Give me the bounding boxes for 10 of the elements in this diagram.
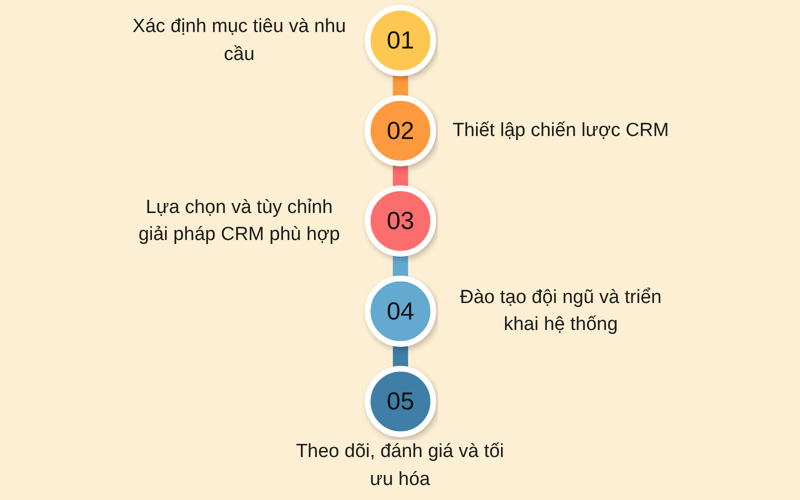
node-circle: 02 [364, 95, 436, 166]
step-description: Xác định mục tiêu và nhu cầu [132, 15, 347, 67]
step-description: Thiết lập chiến lược CRM [452, 118, 670, 143]
node-circle: 05 [364, 366, 436, 438]
step-description: Lựa chọn và tùy chỉnh giải pháp CRM phù hợp [137, 196, 341, 248]
step-description: Theo dõi, đánh giá và tối ưu hóa [294, 440, 506, 492]
node-circle: 03 [364, 185, 436, 257]
node-circle: 01 [364, 4, 436, 76]
node-circle: 04 [364, 276, 436, 347]
step-description: Đào tạo đội ngũ và triển khai hệ thống [458, 286, 663, 338]
